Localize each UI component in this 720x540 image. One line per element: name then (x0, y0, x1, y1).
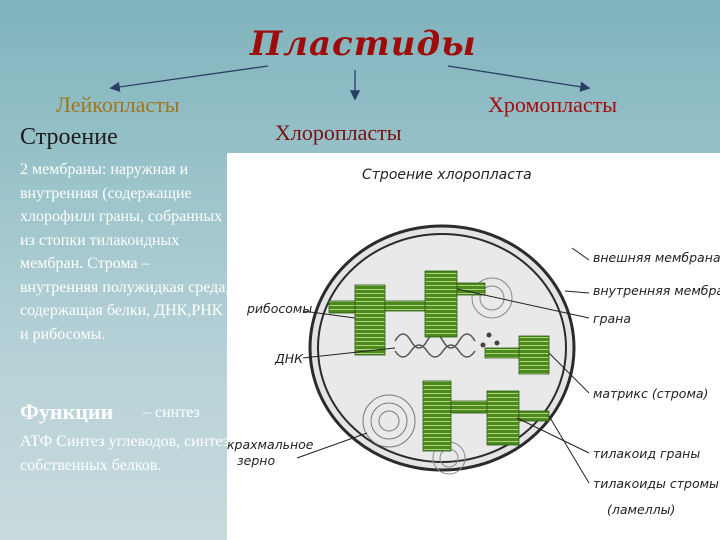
functions-text: АТФ Синтез углеводов, синтез собственных… (20, 433, 229, 474)
grana (328, 270, 550, 452)
branch-arrows (109, 65, 591, 101)
label-dna: ДНК (274, 351, 304, 366)
branch-chromoplasts: Хромопласты (488, 92, 618, 117)
leader-lines (296, 247, 590, 484)
label-starch-2: зерно (237, 453, 275, 468)
structure-heading: Строение (20, 124, 118, 150)
label-outer-membrane: внешняя мембрана (593, 250, 720, 265)
starch-grain-upper (471, 277, 513, 319)
label-stroma-thylakoids-2: (ламеллы) (607, 502, 675, 517)
starch-grain (362, 394, 416, 448)
label-matrix: матрикс (строма) (593, 386, 708, 401)
label-inner-membrane: внутренняя мембрана (593, 283, 720, 298)
page-title: Пластиды (250, 24, 477, 64)
arrow-to-chromoplasts (447, 65, 591, 92)
functions-suffix: – синтез (143, 404, 200, 421)
structure-text: 2 мембраны: наружная и внутренняя (содер… (20, 161, 230, 343)
branch-leucoplasts: Лейкопласты (56, 92, 180, 117)
chloroplast-diagram: Строение хлоропласта (227, 167, 720, 517)
functions-heading: Функции (20, 399, 114, 424)
label-grana: грана (593, 311, 631, 326)
diagram-title: Строение хлоропласта (362, 167, 532, 183)
arrow-to-leucoplasts (109, 65, 269, 93)
label-grana-thylakoids: тилакоид граны (593, 446, 700, 461)
branch-chloroplasts: Хлоропласты (275, 120, 402, 145)
chloroplast-diagram-panel: Строение хлоропласта (227, 153, 720, 540)
label-ribosomes: рибосомы (246, 301, 312, 316)
label-starch-1: крахмальное (227, 437, 314, 452)
label-stroma-thylakoids-1: тилакоиды стромы (593, 476, 719, 491)
